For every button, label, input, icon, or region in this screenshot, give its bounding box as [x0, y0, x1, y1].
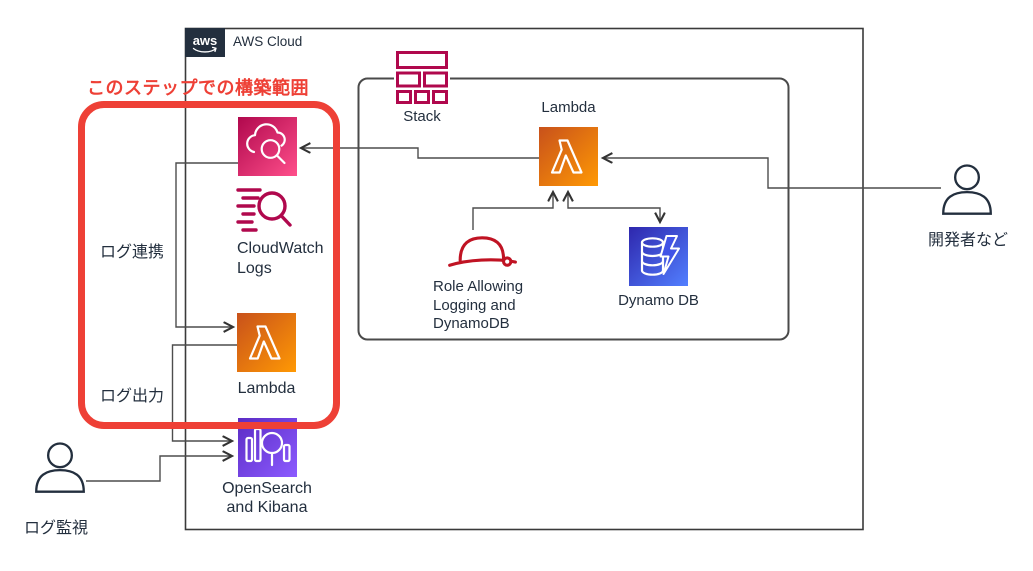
stack-label: Stack	[403, 108, 441, 125]
stack-group-box	[357, 77, 790, 341]
iam-role-label-line1: Role Allowing	[433, 278, 524, 295]
annotation-log-link: ログ連携	[100, 244, 165, 261]
opensearch-label-line2: and Kibana	[226, 499, 308, 516]
connector-lambda-dynamodb	[568, 192, 660, 222]
cloudwatch-logs-label-line2: Logs	[237, 259, 272, 277]
opensearch-label-line1: OpenSearch	[222, 480, 312, 497]
lambda-logging-icon	[237, 313, 296, 372]
connector-developer-to-lambda	[603, 158, 941, 189]
connector-lambda-to-opensearch	[171, 344, 237, 441]
aws-logo-text: aws	[193, 33, 218, 48]
opensearch-label: OpenSearch and Kibana	[217, 479, 317, 517]
connector-cloudwatch-to-lambda	[175, 162, 238, 327]
annotation-log-output: ログ出力	[100, 388, 165, 405]
cloudwatch-logs-icon	[234, 183, 296, 239]
cloudwatch-icon	[238, 117, 297, 176]
iam-role-label-line3: DynamoDB	[433, 315, 510, 332]
lambda-stack-label: Lambda	[541, 99, 596, 116]
aws-cloud-boundary	[184, 27, 864, 531]
lambda-stack-icon	[539, 127, 598, 186]
iam-role-icon	[443, 231, 523, 273]
connector-role-to-lambda	[472, 192, 553, 230]
annotation-developer: 開発者など	[927, 232, 1008, 249]
stack-icon	[394, 49, 450, 105]
annotation-log-monitor: ログ監視	[24, 520, 89, 537]
iam-role-label-line2: Logging and	[433, 296, 516, 314]
highlight-scope-title: このステップでの構築範囲	[87, 78, 309, 98]
cloudwatch-logs-label: CloudWatch Logs	[237, 239, 324, 278]
dynamodb-label: Dynamo DB	[618, 292, 699, 309]
dynamodb-icon	[629, 227, 688, 286]
cloudwatch-logs-label-line1: CloudWatch	[237, 240, 324, 257]
developer-person-icon	[938, 163, 996, 215]
aws-smile-icon	[192, 46, 217, 53]
aws-cloud-label: AWS Cloud	[233, 34, 303, 49]
connector-stacklambda-to-cloudwatch	[301, 148, 539, 159]
aws-logo: aws	[185, 28, 225, 57]
iam-role-label: Role Allowing Logging and DynamoDB	[433, 278, 523, 334]
opensearch-icon	[238, 418, 297, 477]
lambda-logging-label: Lambda	[237, 380, 296, 397]
log-monitor-person-icon	[31, 441, 89, 493]
connector-monitor-to-opensearch	[86, 456, 232, 482]
